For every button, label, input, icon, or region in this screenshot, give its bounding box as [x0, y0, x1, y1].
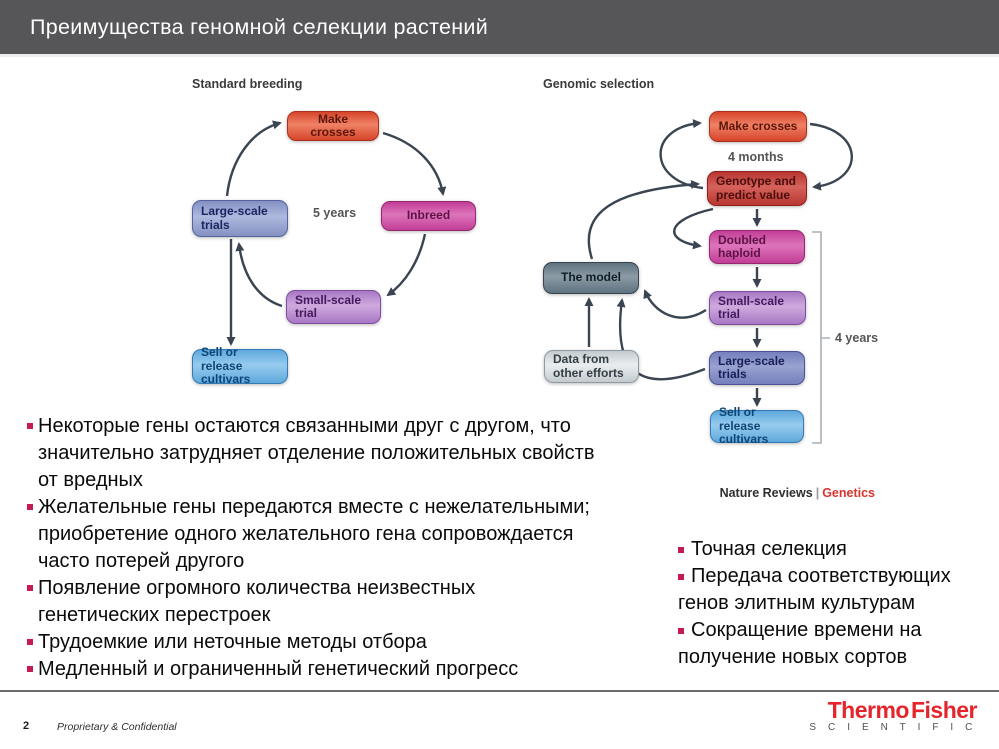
- thermofisher-logo: ThermoFisher S C I E N T I F I C: [809, 697, 978, 734]
- bullet-square-icon: [27, 666, 33, 672]
- figure-credit: Nature Reviews|Genetics: [640, 486, 875, 500]
- credit-divider: |: [815, 486, 820, 500]
- four-years-bracket: [812, 231, 830, 444]
- list-item: Появление огромного количества неизвестн…: [27, 575, 667, 629]
- flow-box-large-scale-trials: Large-scale trials: [192, 200, 288, 237]
- flow-box-genotype-predict-value: Genotype and predict value: [707, 171, 807, 206]
- bullet-square-icon: [27, 504, 33, 510]
- credit-journal: Nature Reviews: [719, 486, 813, 500]
- list-item: Некоторые гены остаются связанными друг …: [27, 413, 667, 494]
- page-number: 2: [23, 720, 30, 732]
- title-bar: Преимущества геномной селекции растений: [0, 0, 999, 57]
- standard-breeding-heading: Standard breeding: [192, 77, 303, 91]
- four-months-label: 4 months: [728, 150, 784, 164]
- arrow-makecrosses-to-genotype: [809, 122, 853, 191]
- four-years-label: 4 years: [835, 331, 879, 345]
- arrow-genotype-to-doubled-curve: [673, 207, 714, 250]
- list-item: Медленный и ограниченный генетический пр…: [27, 656, 667, 683]
- flow-box-data-from-other-efforts: Data from other efforts: [544, 350, 639, 383]
- list-item: Трудоемкие или неточные методы отбора: [27, 629, 667, 656]
- bullet-square-icon: [678, 547, 684, 553]
- flow-box-the-model: The model: [543, 262, 639, 294]
- list-item: Желательные гены передаются вместе с неж…: [27, 494, 667, 575]
- bullet-square-icon: [678, 574, 684, 580]
- flow-box-make-crosses: Make crosses: [287, 111, 379, 141]
- arrow-smallscale-to-largescale: [235, 242, 283, 308]
- arrow-model-to-genotype: [587, 180, 700, 260]
- slide-title: Преимущества геномной селекции растений: [30, 15, 489, 39]
- flow-box-sell-or-release-cultivars: Sell or release cultivars: [192, 346, 288, 386]
- arrow-smallscale-to-model: [643, 289, 707, 319]
- flow-box-sell-or-release-cultivars-gs: Sell or release cultivars: [710, 406, 804, 446]
- bullet-square-icon: [678, 628, 684, 634]
- list-item: Сокращение времени на получение новых со…: [678, 619, 922, 668]
- footer-divider: [0, 690, 999, 692]
- arrow-makecrosses-to-inbreed: [382, 131, 447, 196]
- genomic-selection-heading: Genomic selection: [543, 77, 655, 91]
- drawbacks-list: Некоторые гены остаются связанными друг …: [27, 413, 667, 683]
- bullet-square-icon: [27, 423, 33, 429]
- arrow-genotype-to-makecrosses: [659, 119, 704, 190]
- arrow-largescale-to-makecrosses: [225, 120, 282, 197]
- advantages-list: Точная селекция Передача соответствующих…: [678, 536, 990, 671]
- flow-box-doubled-haploid: Doubled haploid: [709, 230, 805, 264]
- list-item: Точная селекция: [678, 536, 990, 563]
- bullet-square-icon: [27, 639, 33, 645]
- flow-box-inbreed: Inbreed: [381, 201, 476, 231]
- flow-box-small-scale-trial: Small-scale trial: [286, 290, 381, 324]
- flow-box-small-scale-trial-gs: Small-scale trial: [709, 291, 806, 325]
- credit-section: Genetics: [822, 486, 875, 500]
- logo-scientific-text: S C I E N T I F I C: [809, 722, 977, 733]
- flow-box-make-crosses-gs: Make crosses: [709, 111, 807, 142]
- list-item: Передача соответствующих генов элитным к…: [678, 565, 951, 614]
- logo-wordmark: ThermoFisher: [827, 697, 978, 723]
- confidentiality-note: Proprietary & Confidential: [57, 721, 177, 733]
- flow-box-large-scale-trials-gs: Large-scale trials: [709, 351, 805, 385]
- arrow-inbreed-to-smallscale: [386, 233, 427, 297]
- five-years-label: 5 years: [313, 206, 357, 220]
- bullet-square-icon: [27, 585, 33, 591]
